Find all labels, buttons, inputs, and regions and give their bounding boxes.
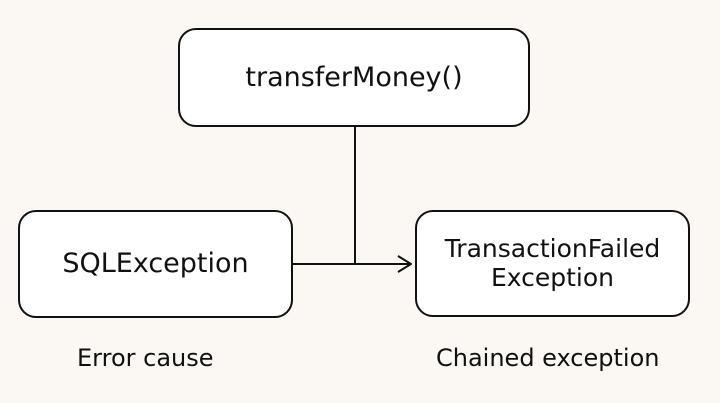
transfer-money-node: transferMoney() [178, 28, 530, 127]
arrowhead-icon [397, 255, 412, 273]
chained-exception-caption: Chained exception [436, 344, 660, 372]
transaction-failed-exception-label: TransactionFailed Exception [444, 233, 661, 292]
error-cause-caption: Error cause [77, 344, 214, 372]
sql-exception-label: SQLException [62, 248, 249, 280]
transfer-money-label: transferMoney() [245, 61, 463, 93]
transaction-failed-exception-node: TransactionFailed Exception [415, 210, 690, 317]
sql-exception-node: SQLException [18, 210, 293, 318]
